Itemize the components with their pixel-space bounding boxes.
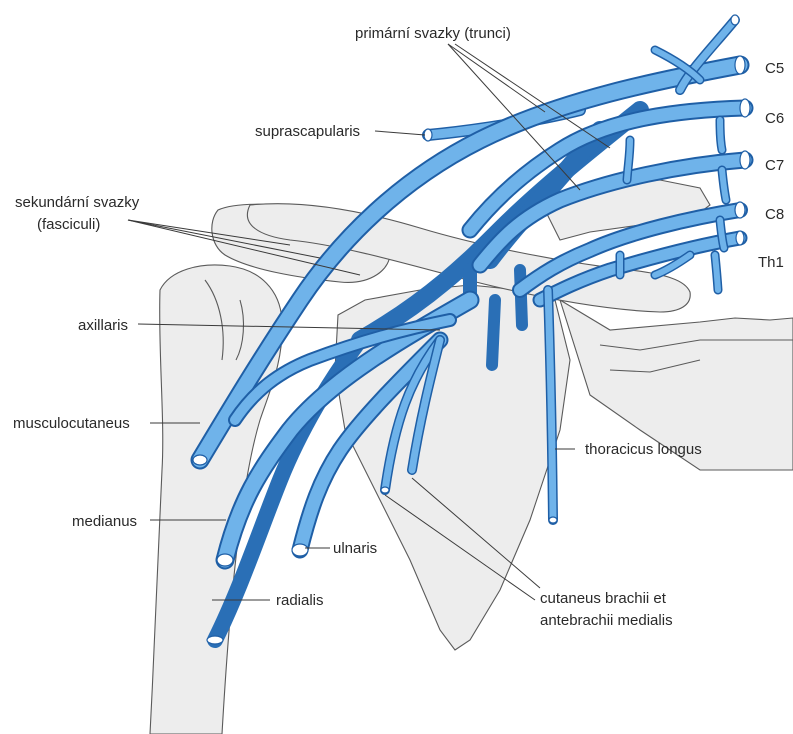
label-fasciculi-line2: (fasciculi) — [37, 216, 100, 233]
label-axillaris: axillaris — [78, 317, 128, 334]
label-cutaneus-line2: antebrachii medialis — [540, 612, 673, 629]
label-c6: C6 — [765, 110, 784, 127]
label-medianus: medianus — [72, 513, 137, 530]
label-radialis: radialis — [276, 592, 324, 609]
label-musculocutaneus: musculocutaneus — [13, 415, 130, 432]
label-ulnaris: ulnaris — [333, 540, 377, 557]
label-c8: C8 — [765, 206, 784, 223]
humerus — [150, 265, 282, 734]
label-fasciculi-line1: sekundární svazky — [15, 194, 140, 211]
label-c5: C5 — [765, 60, 784, 77]
label-trunci: primární svazky (trunci) — [355, 25, 511, 42]
label-thoracicus-longus: thoracicus longus — [585, 441, 702, 458]
label-c7: C7 — [765, 157, 784, 174]
label-th1: Th1 — [758, 254, 784, 271]
label-suprascapularis: suprascapularis — [255, 123, 360, 140]
label-cutaneus-line1: cutaneus brachii et — [540, 590, 667, 607]
